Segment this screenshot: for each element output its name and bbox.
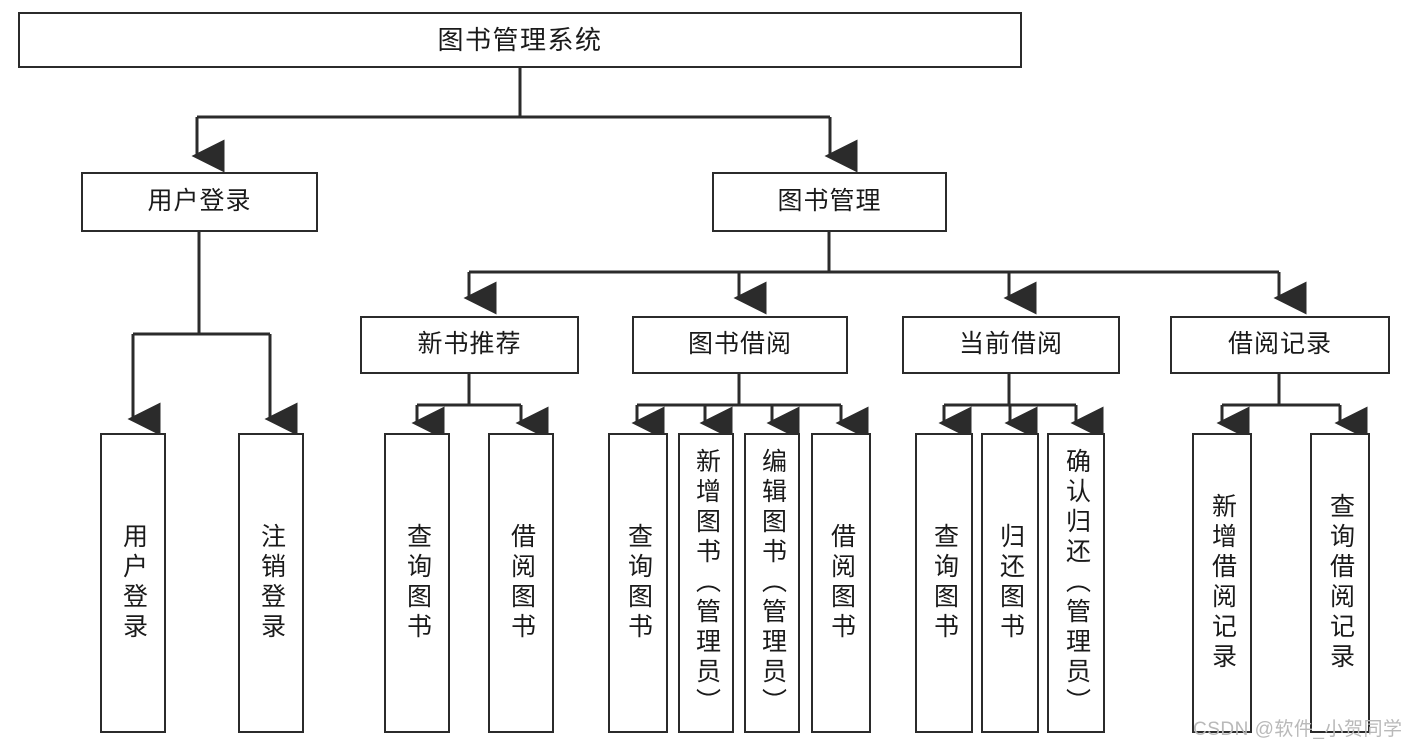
node-new-book-recommend[interactable]: 新书推荐 xyxy=(360,316,579,374)
node-label: 查询图书 xyxy=(624,523,653,643)
node-user-login[interactable]: 用户登录 xyxy=(81,172,318,232)
node-label: 编辑图书（管理员） xyxy=(758,448,787,718)
leaf-edit-book-admin[interactable]: 编辑图书（管理员） xyxy=(744,433,800,733)
leaf-query-book-borrow[interactable]: 查询图书 xyxy=(608,433,668,733)
watermark: CSDN @软件_小贺同学 xyxy=(1193,719,1403,740)
leaf-user-login[interactable]: 用户登录 xyxy=(100,433,166,733)
leaf-confirm-return-admin[interactable]: 确认归还（管理员） xyxy=(1047,433,1105,733)
leaf-query-book-recommend[interactable]: 查询图书 xyxy=(384,433,450,733)
node-label: 用户登录 xyxy=(147,187,252,216)
node-label: 当前借阅 xyxy=(958,330,1063,359)
leaf-logout[interactable]: 注销登录 xyxy=(238,433,304,733)
node-label: 图书管理系统 xyxy=(437,24,603,55)
leaf-borrow-book-recommend[interactable]: 借阅图书 xyxy=(488,433,554,733)
leaf-query-book-current[interactable]: 查询图书 xyxy=(915,433,973,733)
leaf-query-borrow-record[interactable]: 查询借阅记录 xyxy=(1310,433,1370,733)
leaf-add-borrow-record[interactable]: 新增借阅记录 xyxy=(1192,433,1252,733)
node-label: 新增借阅记录 xyxy=(1208,493,1237,673)
node-label: 确认归还（管理员） xyxy=(1062,448,1091,718)
node-label: 借阅图书 xyxy=(507,523,536,643)
node-borrow-record[interactable]: 借阅记录 xyxy=(1170,316,1390,374)
node-label: 注销登录 xyxy=(257,523,286,643)
node-label: 借阅图书 xyxy=(827,523,856,643)
node-label: 新书推荐 xyxy=(417,330,522,359)
node-label: 查询借阅记录 xyxy=(1326,493,1355,673)
leaf-add-book-admin[interactable]: 新增图书（管理员） xyxy=(678,433,734,733)
node-label: 用户登录 xyxy=(119,523,148,643)
node-label: 归还图书 xyxy=(996,523,1025,643)
node-label: 查询图书 xyxy=(930,523,959,643)
node-label: 新增图书（管理员） xyxy=(692,448,721,718)
node-root-book-management-system[interactable]: 图书管理系统 xyxy=(18,12,1022,68)
node-label: 图书管理 xyxy=(777,187,882,216)
node-book-borrow[interactable]: 图书借阅 xyxy=(632,316,848,374)
leaf-return-book[interactable]: 归还图书 xyxy=(981,433,1039,733)
node-label: 图书借阅 xyxy=(687,330,792,359)
node-book-management[interactable]: 图书管理 xyxy=(712,172,947,232)
node-label: 借阅记录 xyxy=(1227,330,1332,359)
node-label: 查询图书 xyxy=(403,523,432,643)
node-current-borrow[interactable]: 当前借阅 xyxy=(902,316,1120,374)
leaf-borrow-book[interactable]: 借阅图书 xyxy=(811,433,871,733)
